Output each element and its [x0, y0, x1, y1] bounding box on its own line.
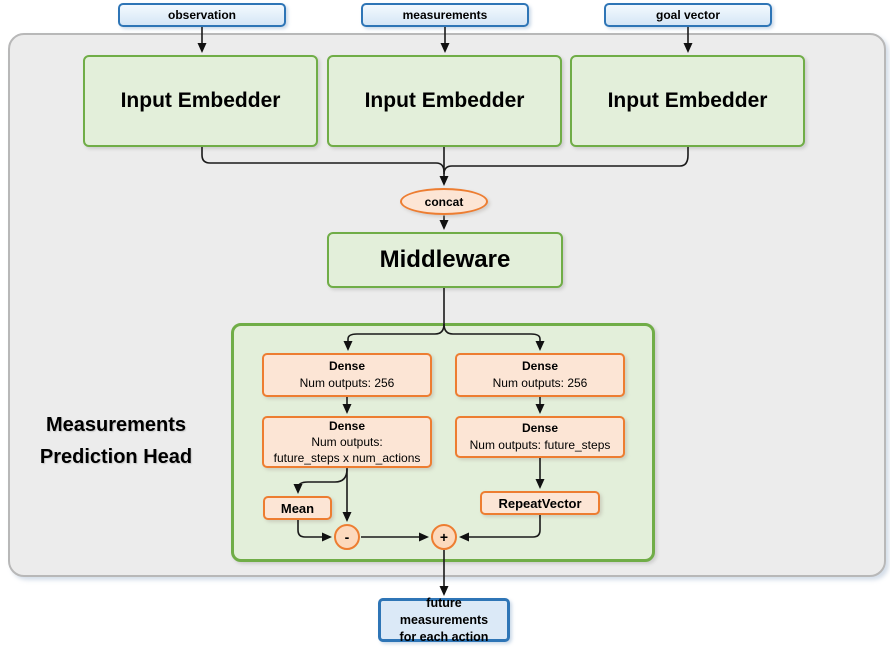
middleware-label: Middleware: [379, 246, 511, 273]
concat-label: concat: [424, 194, 464, 209]
input-label: measurements: [402, 8, 488, 22]
dense-detail: Num outputs: future_steps: [469, 438, 611, 452]
mean-label: Mean: [280, 500, 315, 516]
embedder-label: Input Embedder: [120, 89, 281, 112]
title-line-1: Measurements: [45, 414, 187, 436]
dense-detail: Num outputs: 256: [299, 376, 395, 390]
dense-title: Dense: [328, 359, 366, 373]
dense-left-1: Dense Num outputs: 256: [262, 353, 432, 397]
dense-right-1: Dense Num outputs: 256: [455, 353, 625, 397]
middleware-box: Middleware: [327, 232, 563, 288]
dense-detail-line2: future_steps x num_actions: [273, 451, 421, 465]
dense-left-2: Dense Num outputs: future_steps x num_ac…: [262, 416, 432, 468]
embedder-label: Input Embedder: [364, 89, 525, 112]
plus-label: +: [439, 529, 449, 545]
mean-box: Mean: [263, 496, 332, 520]
input-box-measurements: measurements: [361, 3, 529, 27]
output-box: future measurements for each action: [378, 595, 510, 644]
concat-ellipse: concat: [400, 188, 488, 215]
prediction-head-title: Measurements Prediction Head: [13, 409, 219, 473]
input-embedder-3: Input Embedder: [570, 55, 805, 147]
minus-circle: -: [334, 524, 360, 550]
dense-title: Dense: [328, 419, 366, 433]
embedder-label: Input Embedder: [607, 89, 768, 112]
dense-title: Dense: [521, 421, 559, 435]
output-line-2: for each action: [399, 629, 489, 644]
title-line-2: Prediction Head: [39, 446, 193, 468]
input-label: goal vector: [655, 8, 721, 22]
input-embedder-1: Input Embedder: [83, 55, 318, 147]
minus-label: -: [344, 529, 350, 545]
repeatvector-box: RepeatVector: [480, 491, 600, 515]
dense-detail-line1: Num outputs:: [311, 435, 383, 449]
plus-circle: +: [431, 524, 457, 550]
dense-detail: Num outputs: 256: [492, 376, 588, 390]
input-box-observation: observation: [118, 3, 286, 27]
output-line-1: future measurements: [399, 595, 489, 627]
input-box-goal-vector: goal vector: [604, 3, 772, 27]
repeatvector-label: RepeatVector: [498, 495, 582, 511]
input-embedder-2: Input Embedder: [327, 55, 562, 147]
input-label: observation: [167, 8, 236, 22]
dense-right-2: Dense Num outputs: future_steps: [455, 416, 625, 458]
dense-title: Dense: [521, 359, 559, 373]
